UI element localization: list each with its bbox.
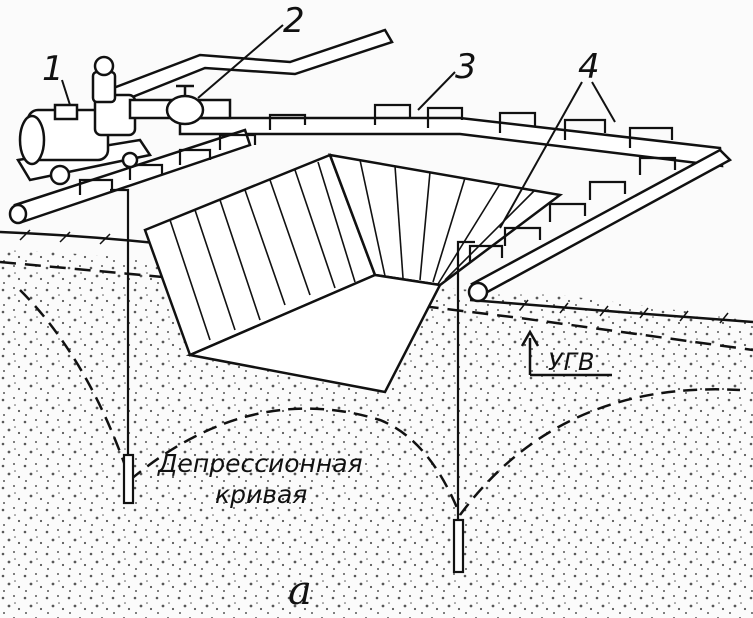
- wellpoint-right: [452, 240, 475, 574]
- label-1: 1: [42, 49, 64, 89]
- wellpoint-left: [110, 188, 135, 505]
- leader-lines: [61, 24, 616, 229]
- label-2: 2: [283, 1, 305, 41]
- label-4: 4: [578, 47, 600, 87]
- label-ugv: УГВ: [548, 348, 595, 376]
- ugv-marker: [520, 329, 612, 377]
- pump-unit: [15, 55, 153, 186]
- figure-caption: а: [288, 568, 312, 614]
- riser-connectors: [78, 103, 677, 262]
- valve: [128, 84, 232, 126]
- depression-curves: [19, 289, 741, 516]
- label-depression-curve-line1: Депрессионная: [157, 449, 363, 478]
- excavation-pit: [143, 153, 564, 394]
- label-depression-curve-line2: кривая: [215, 480, 307, 509]
- discharge-pipe: [92, 28, 394, 110]
- label-3: 3: [455, 47, 477, 87]
- collector-pipe: [8, 116, 733, 303]
